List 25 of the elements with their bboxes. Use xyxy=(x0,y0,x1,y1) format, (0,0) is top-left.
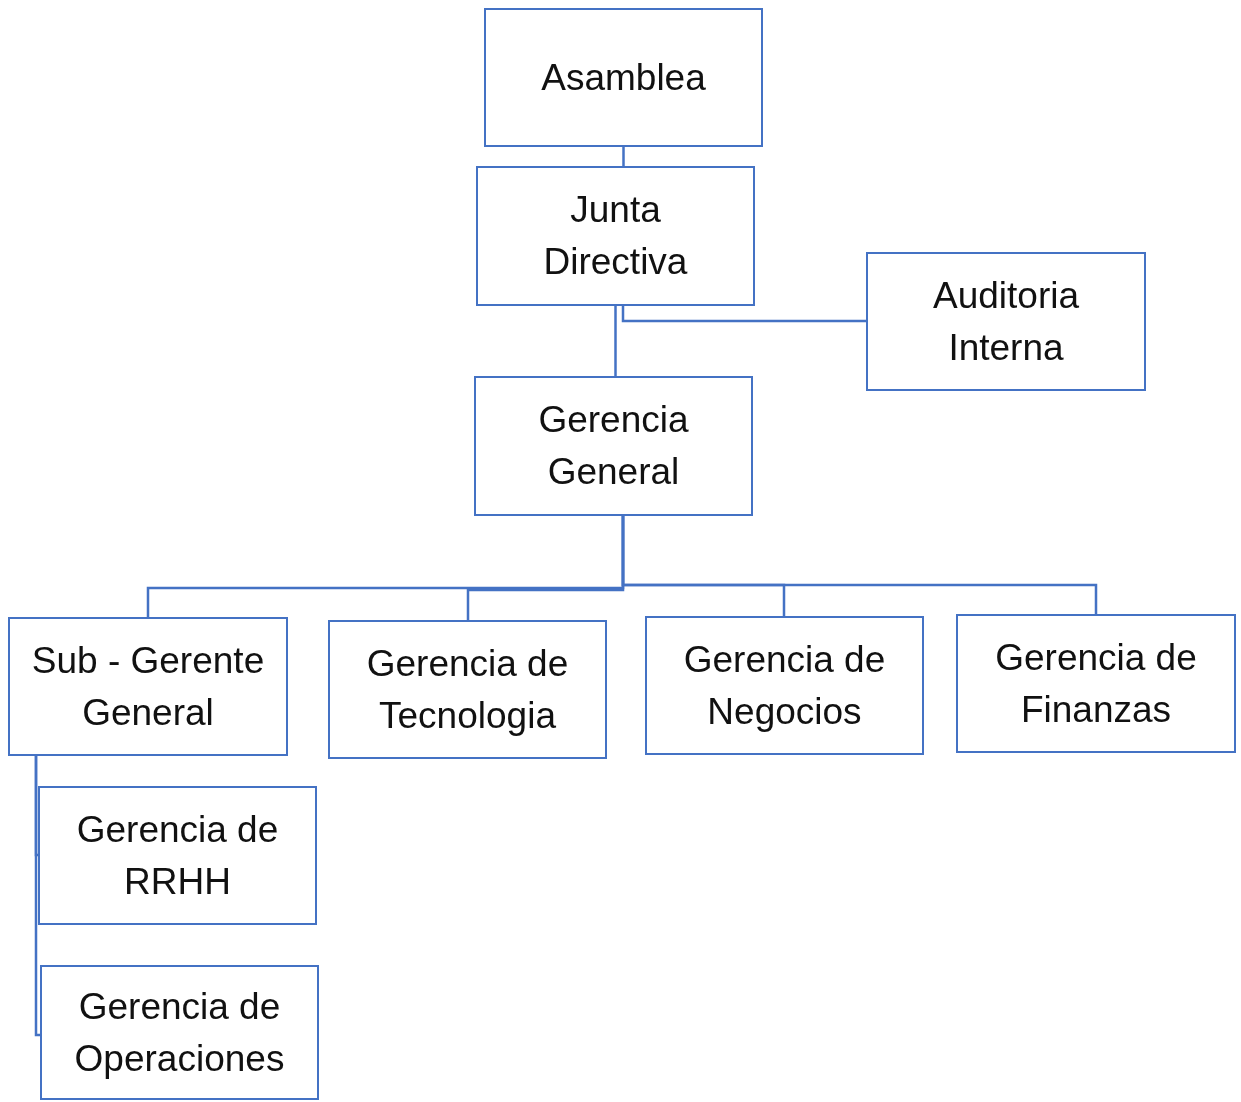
connector-line xyxy=(614,306,617,376)
box-label: Gerencia de Finanzas xyxy=(994,635,1198,732)
box-label: Auditoria Interna xyxy=(932,273,1080,370)
box-label: Junta Directiva xyxy=(542,188,689,284)
org-box xyxy=(645,616,924,755)
org-box xyxy=(476,166,755,306)
connector-line xyxy=(621,516,1098,614)
connector-line xyxy=(34,756,40,1037)
org-box xyxy=(40,965,319,1100)
box-label: Sub - Gerente General xyxy=(30,638,266,735)
box-label: Gerencia de Tecnologia xyxy=(365,641,570,738)
connector-line xyxy=(622,147,625,166)
org-box xyxy=(474,376,753,516)
org-box xyxy=(866,252,1146,391)
box-label: Gerencia General xyxy=(537,398,690,494)
org-box xyxy=(484,8,763,147)
org-box xyxy=(38,786,317,925)
org-box xyxy=(956,614,1236,753)
box-label: Asamblea xyxy=(540,55,707,100)
box-label: Gerencia de Operaciones xyxy=(73,984,286,1081)
connector-line xyxy=(621,306,866,323)
box-label: Gerencia de Negocios xyxy=(682,637,887,734)
org-box xyxy=(8,617,288,756)
org-box xyxy=(328,620,607,759)
box-label: Gerencia de RRHH xyxy=(75,807,280,904)
